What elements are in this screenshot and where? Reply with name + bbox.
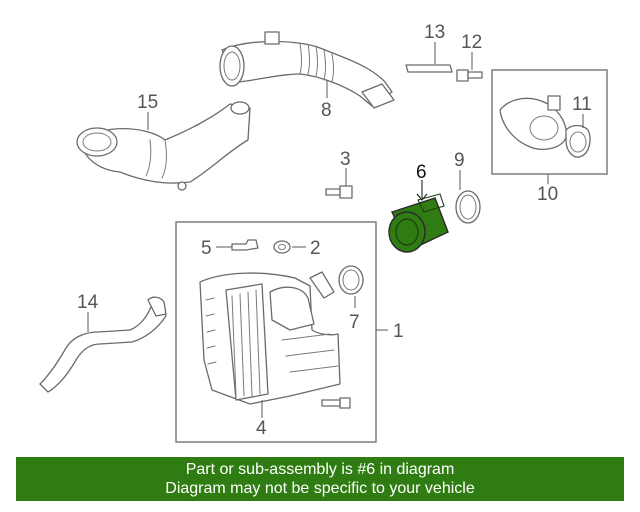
callout-12: 12	[461, 32, 482, 53]
part-7-seal	[338, 265, 364, 308]
callout-15: 15	[137, 92, 158, 113]
part-15-air-duct	[76, 101, 251, 191]
part-12-bolt	[456, 52, 483, 82]
housing-bolt	[321, 397, 351, 409]
part-1-air-cleaner-box	[175, 221, 388, 443]
callout-10: 10	[537, 184, 558, 205]
callout-7: 7	[349, 312, 360, 333]
callout-9: 9	[454, 150, 465, 171]
part-info-banner: Part or sub-assembly is #6 in diagram Di…	[16, 457, 624, 501]
callout-6: 6	[416, 162, 427, 183]
part-3-bolt	[325, 168, 353, 199]
part-4-air-filter-housing	[199, 271, 341, 418]
part-13-bracket	[405, 42, 453, 73]
banner-line-1: Part or sub-assembly is #6 in diagram	[185, 461, 455, 478]
callout-13: 13	[424, 22, 445, 43]
callout-11: 11	[572, 94, 592, 115]
part-8-intake-hose	[219, 31, 395, 109]
callout-1: 1	[393, 321, 404, 342]
callout-5: 5	[201, 238, 212, 259]
banner-line-2: Diagram may not be specific to your vehi…	[165, 480, 475, 497]
part-14-hose	[39, 296, 167, 393]
part-10-sensor-assembly-box	[491, 69, 608, 184]
callout-2: 2	[310, 238, 321, 259]
parts-diagram: 1 2 3 4 5 6 7 8 9 10 11 12 13 14 15	[39, 22, 608, 443]
callout-3: 3	[340, 149, 351, 170]
callout-4: 4	[256, 418, 267, 439]
part-2-grommet	[273, 240, 306, 254]
part-5-clip	[216, 239, 259, 251]
callout-14: 14	[77, 292, 99, 313]
part-9-clamp	[455, 170, 481, 224]
part-6-mass-air-flow-sensor	[388, 180, 449, 253]
callout-8: 8	[321, 100, 332, 121]
